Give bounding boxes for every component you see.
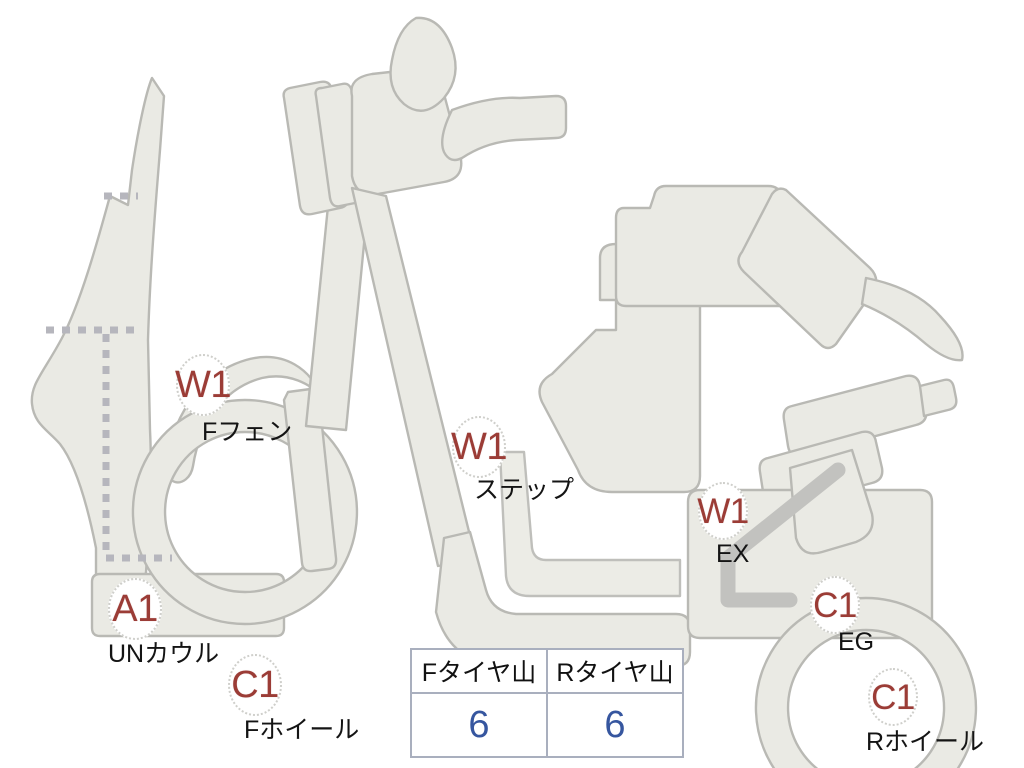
front-fork-lower-shape bbox=[282, 386, 338, 573]
callout-marker-step[interactable]: W1 bbox=[451, 416, 508, 478]
exhaust-pipe-shape bbox=[720, 462, 846, 608]
callout-marker-rear-wheel[interactable]: C1 bbox=[868, 668, 918, 726]
callout-marker-front-fender[interactable]: W1 bbox=[175, 354, 232, 416]
callout-label-engine: EG bbox=[838, 628, 875, 656]
rear-tire-shape bbox=[754, 596, 978, 768]
callout-marker-engine[interactable]: C1 bbox=[810, 576, 860, 634]
table-header-front-tire: Fタイヤ山 bbox=[410, 648, 548, 694]
tire-depth-table: Fタイヤ山 Rタイヤ山 6 6 bbox=[410, 648, 684, 758]
callout-label-rear-wheel: Rホイール bbox=[866, 728, 985, 756]
table-header-rear-tire: Rタイヤ山 bbox=[546, 648, 684, 694]
handlebar-shape bbox=[441, 94, 568, 162]
callout-label-front-fender: Fフェン bbox=[202, 418, 293, 446]
mirror-shape bbox=[389, 16, 457, 112]
table-value-row: 6 6 bbox=[410, 692, 684, 758]
panel-split-lines bbox=[46, 192, 172, 562]
callout-label-front-wheel: Fホイール bbox=[244, 716, 360, 744]
tail-tip-shape bbox=[860, 276, 964, 362]
step-upper-edge-shape bbox=[460, 450, 682, 598]
frame-down-tube-shape bbox=[350, 186, 478, 568]
front-leg-shield-shape bbox=[30, 76, 166, 602]
table-value-front-tire[interactable]: 6 bbox=[410, 692, 548, 758]
callout-marker-front-wheel[interactable]: C1 bbox=[228, 654, 282, 716]
rear-body-shape bbox=[538, 298, 702, 494]
callout-label-step: ステップ bbox=[474, 476, 575, 504]
engine-head-shape bbox=[788, 448, 874, 555]
callout-marker-exhaust[interactable]: W1 bbox=[697, 482, 749, 540]
callout-label-under-cowl: UNカウル bbox=[108, 640, 220, 668]
rear-axle-nub-shape bbox=[918, 378, 958, 418]
step-floor-shape bbox=[434, 530, 692, 668]
swingarm-shape bbox=[782, 374, 928, 458]
callout-label-exhaust: EX bbox=[716, 540, 750, 568]
table-value-rear-tire[interactable]: 6 bbox=[546, 692, 684, 758]
table-header-row: Fタイヤ山 Rタイヤ山 bbox=[410, 648, 684, 694]
callout-marker-under-cowl[interactable]: A1 bbox=[108, 578, 162, 640]
